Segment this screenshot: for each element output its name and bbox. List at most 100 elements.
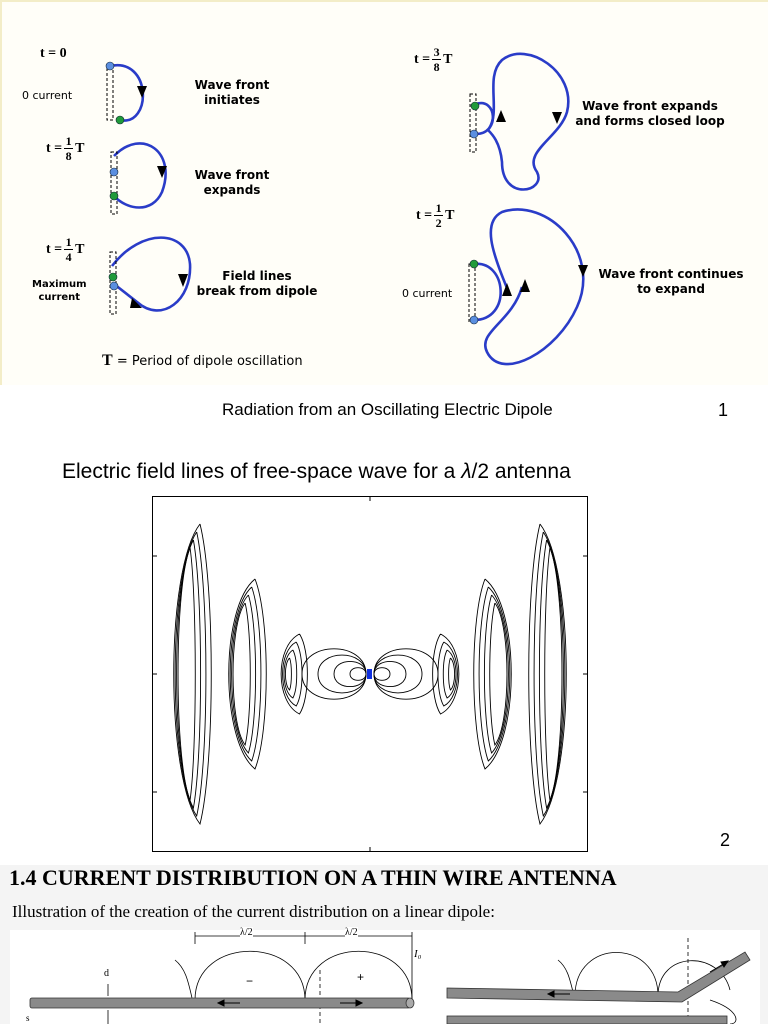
slide1-page-number: 1 <box>718 400 729 420</box>
radiating-loop <box>533 531 566 818</box>
wire-rods <box>29 951 751 1024</box>
radiating-loop <box>538 539 564 810</box>
curve-t12-inner <box>473 262 502 322</box>
radiating-loop <box>442 649 457 699</box>
label-zero-current-right: 0 current <box>402 287 453 300</box>
radiating-loop <box>280 633 308 715</box>
radiating-loop <box>176 539 202 810</box>
near-field-loop <box>373 667 391 681</box>
current-arc-right <box>304 950 413 1001</box>
lambda-half-label-1: λ/2 <box>240 927 253 938</box>
slide2-page-number: 2 <box>720 830 731 850</box>
radiating-loop <box>173 523 212 826</box>
dipole-source-marker <box>367 669 372 679</box>
slide2-title: Electric field lines of free-space wave … <box>62 460 571 484</box>
t18-num: 1 <box>65 134 72 148</box>
period-symbol: T <box>102 352 113 369</box>
radiating-loop <box>283 649 298 699</box>
slide-current-distribution: 1.4 CURRENT DISTRIBUTION ON A THIN WIRE … <box>0 865 768 1024</box>
label-wave-front-expands: Wave front expands <box>194 168 270 197</box>
radiating-loop <box>528 523 567 826</box>
title-lambda: λ <box>461 460 472 483</box>
lambda-half-label-2: λ/2 <box>345 927 358 938</box>
t38-prefix: t = <box>414 51 431 67</box>
near-field-loop <box>373 654 423 694</box>
radiating-loop <box>483 594 509 754</box>
plus-sign: + <box>357 970 365 984</box>
curve-t38-outer <box>486 52 570 191</box>
radiating-loop <box>432 633 460 715</box>
t18-suffix: T <box>75 140 85 156</box>
radiating-loop <box>284 657 292 691</box>
section-heading: 1.4 CURRENT DISTRIBUTION ON A THIN WIRE … <box>9 865 617 890</box>
t12-num: 1 <box>435 201 442 215</box>
label-wave-front-initiates: Wave front initiates <box>194 78 270 107</box>
s-label: s <box>26 1013 30 1023</box>
slide-electric-field-lines: Electric field lines of free-space wave … <box>0 440 768 865</box>
curve-t12-outer <box>483 208 585 366</box>
radiating-loop <box>177 547 196 802</box>
t14-suffix: T <box>75 241 85 257</box>
t14-prefix: t = <box>46 241 63 257</box>
direction-arrows <box>130 86 588 308</box>
label-maximum-current: Maximum current <box>32 279 87 303</box>
label-field-lines-break: Field lines break from dipole <box>196 269 318 298</box>
t18-den: 8 <box>65 149 72 163</box>
d-label: d <box>104 968 109 979</box>
period-legend: T = Period of dipole oscillation <box>102 352 303 370</box>
t14-den: 4 <box>65 250 72 264</box>
curve-t14 <box>110 236 192 312</box>
radiating-loop <box>437 641 458 707</box>
curve-t18 <box>113 142 167 209</box>
t12-den: 2 <box>435 216 442 230</box>
title-text: Electric field lines of free-space wave … <box>62 460 462 483</box>
slide1-caption: Radiation from an Oscillating Electric D… <box>222 400 553 419</box>
current-distribution-figure: λ/2 λ/2 I₀ d s − + <box>10 927 760 1024</box>
t38-suffix: T <box>443 51 453 67</box>
near-field-loop <box>349 667 367 681</box>
radiating-loop <box>448 657 456 691</box>
plot-ticks <box>152 496 588 852</box>
radiating-loop <box>229 586 262 762</box>
radiating-loop <box>478 586 511 762</box>
curve-t0 <box>109 63 145 122</box>
t38-num: 3 <box>433 45 440 59</box>
current-distribution-drawing <box>29 932 751 1024</box>
field-line-curves <box>109 52 585 366</box>
slide-radiation-dipole: t = 0 0 current Wave front initiates t =… <box>0 0 768 440</box>
section-subheading: Illustration of the creation of the curr… <box>12 902 495 921</box>
radiating-loop <box>282 641 303 707</box>
near-field-loop <box>333 661 367 687</box>
t38-den: 8 <box>433 60 440 74</box>
dipole-figure-drawing <box>105 52 588 366</box>
radiating-loop <box>231 594 257 754</box>
near-field-loop <box>373 661 407 687</box>
t12-prefix: t = <box>416 207 433 223</box>
field-line-loops <box>173 523 567 826</box>
label-zero-current-left: 0 current <box>22 89 73 102</box>
radiating-loop <box>489 602 508 747</box>
minus-sign: − <box>246 974 254 988</box>
charge-dots <box>105 61 480 325</box>
current-arc-left <box>194 950 306 1001</box>
t18-prefix: t = <box>46 140 63 156</box>
dipole-figure-panel: t = 0 0 current Wave front initiates t =… <box>0 0 768 385</box>
radiating-loop <box>232 602 251 747</box>
radiating-loop <box>473 578 512 770</box>
period-text: = Period of dipole oscillation <box>116 354 303 369</box>
radiating-loop <box>174 531 207 818</box>
label-wave-front-continues: Wave front continues to expand <box>598 267 744 296</box>
title-suffix: /2 antenna <box>471 460 571 483</box>
t14-num: 1 <box>65 235 72 249</box>
t12-suffix: T <box>445 207 455 223</box>
label-t0: t = 0 <box>40 46 67 61</box>
i0-label: I₀ <box>414 948 422 960</box>
field-lines-plot <box>152 496 588 852</box>
